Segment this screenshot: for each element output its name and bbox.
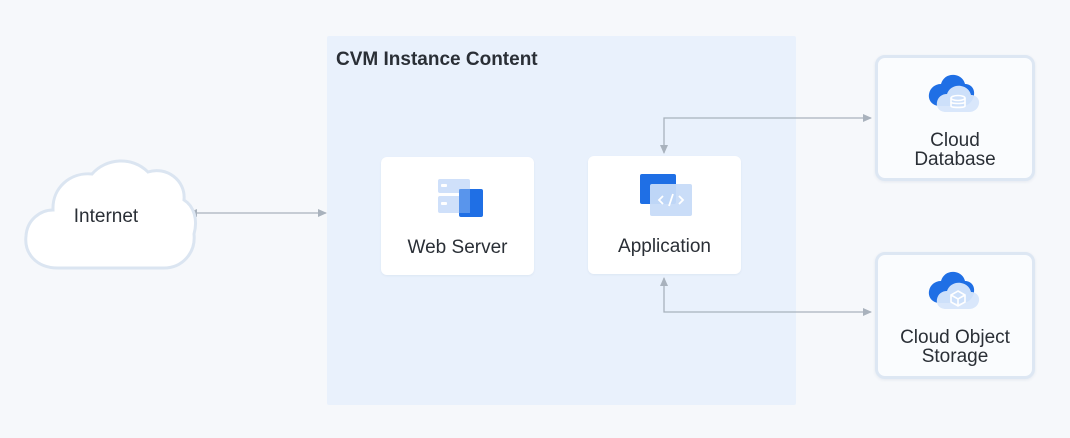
cloud-object-storage-label-line2: Storage — [921, 346, 989, 367]
cloud-storage-icon — [928, 271, 980, 309]
edge-application-storage — [660, 277, 872, 316]
cloud-database-label-line1: Cloud — [930, 130, 980, 151]
application-label: Application — [618, 236, 711, 257]
server-stack-icon — [438, 179, 483, 217]
cloud-database-node[interactable]: Cloud Database — [875, 55, 1035, 181]
cloud-object-storage-label-line1: Cloud Object — [900, 327, 1010, 348]
web-server-label: Web Server — [407, 237, 508, 258]
cloud-database-icon — [928, 74, 980, 112]
internet-cloud-shape — [24, 159, 198, 270]
cloud-database-label-line2: Database — [914, 149, 996, 170]
edge-application-database — [660, 114, 872, 154]
internet-label: Internet — [73, 206, 139, 227]
code-window-icon — [640, 174, 692, 216]
application-node[interactable]: Application — [588, 156, 741, 274]
cloud-object-storage-node[interactable]: Cloud Object Storage — [875, 252, 1035, 379]
web-server-node[interactable]: Web Server — [381, 157, 534, 275]
region-title: CVM Instance Content — [336, 49, 538, 70]
